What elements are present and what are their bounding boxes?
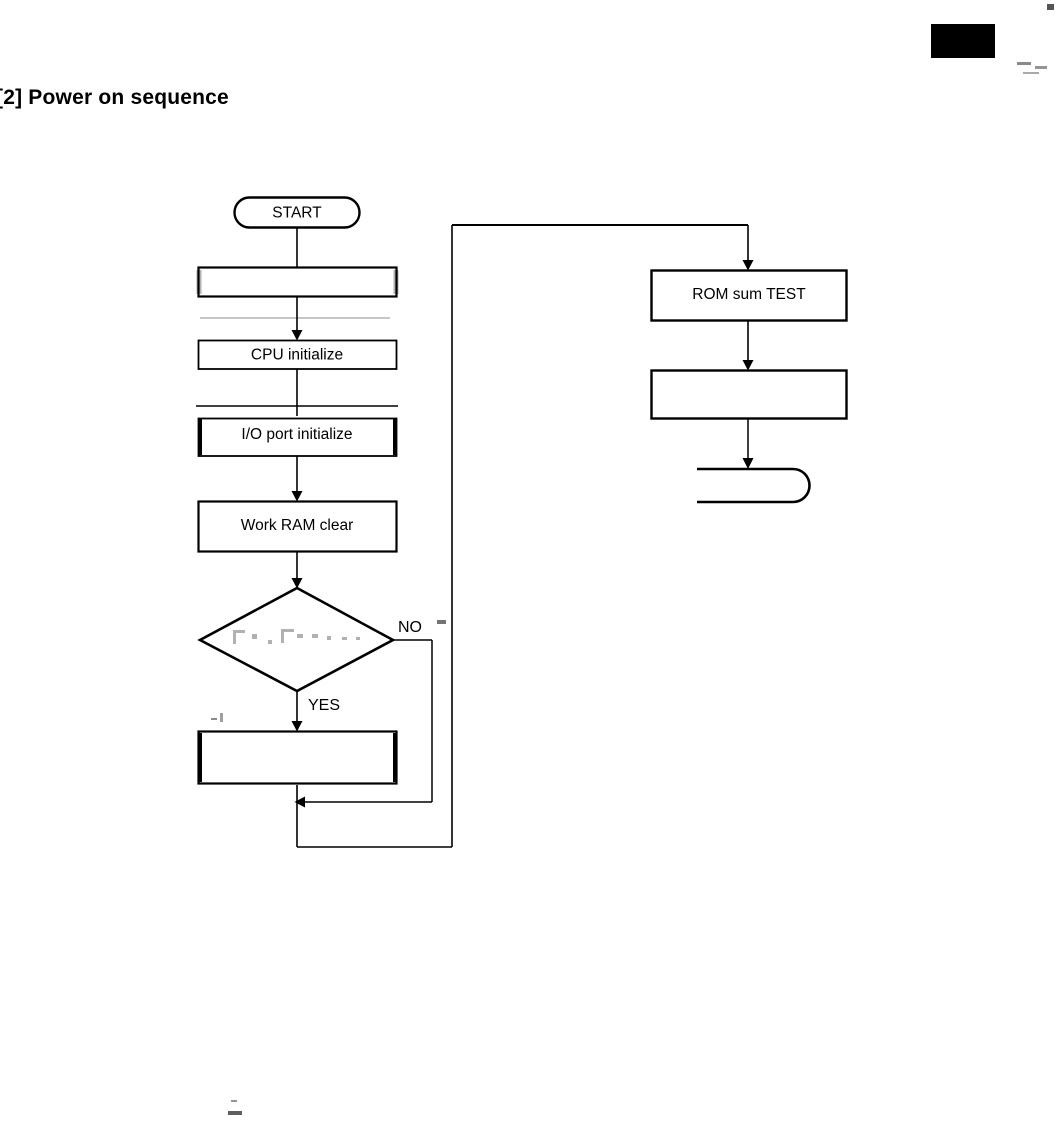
scan-speckle [1017,62,1031,65]
edge-decision-no-branch [294,639,433,808]
scan-speckle [1023,72,1039,74]
edge-rom-sum-to-blank3 [742,321,754,371]
scan-speckle [1047,4,1054,10]
node-work-ram-clear-label: Work RAM clear [241,517,354,534]
node-blank-3[interactable] [650,369,848,420]
edge-blank1-to-cpu-init [291,297,303,341]
scan-speckle [228,1111,242,1115]
rom-sum-test-box-shape [650,269,848,322]
node-cpu-initialize[interactable]: CPU initialize [197,339,398,370]
blank-1-box-shape [197,266,398,298]
work-ram-clear-box-shape [197,500,398,553]
scan-speckle [437,620,446,624]
node-end[interactable] [697,467,811,504]
end-terminator-shape [697,467,811,504]
redaction-block [931,24,995,58]
node-decision[interactable] [197,586,396,693]
start-terminator-shape [233,196,361,229]
node-work-ram-clear[interactable]: Work RAM clear [197,500,398,553]
edge-decision-yes-to-blank2 [291,691,303,732]
page-title: [2] Power on sequence [0,86,229,109]
edge-work-ram-to-decision [291,551,303,589]
node-start-label: START [272,205,322,222]
scan-speckle [211,718,217,720]
node-io-port-initialize-label: I/O port initialize [241,426,352,443]
decision-faded-ink [233,629,360,644]
node-rom-sum-test[interactable]: ROM sum TEST [650,269,848,322]
node-blank-1[interactable] [196,266,399,298]
decision-diamond-shape [197,586,396,693]
node-blank-2[interactable] [197,730,398,785]
blank-3-box-shape [650,369,848,420]
scan-speckle [231,1100,237,1102]
node-rom-sum-test-label: ROM sum TEST [692,286,806,303]
node-cpu-initialize-label: CPU initialize [251,347,343,364]
branch-label-no: NO [398,619,422,636]
io-port-initialize-box-shape [197,417,398,457]
node-io-port-initialize[interactable]: I/O port initialize [197,417,398,457]
blank-2-box-shape [197,730,398,785]
scan-speckle [1035,66,1047,69]
edge-io-init-to-work-ram [291,456,303,502]
branch-label-yes: YES [308,697,340,714]
cpu-initialize-box-shape [197,339,398,370]
node-start[interactable]: START [233,196,361,229]
edge-blank2-to-rom-sum [296,224,754,848]
edge-blank3-to-end [742,419,754,469]
scan-speckle [220,713,223,722]
